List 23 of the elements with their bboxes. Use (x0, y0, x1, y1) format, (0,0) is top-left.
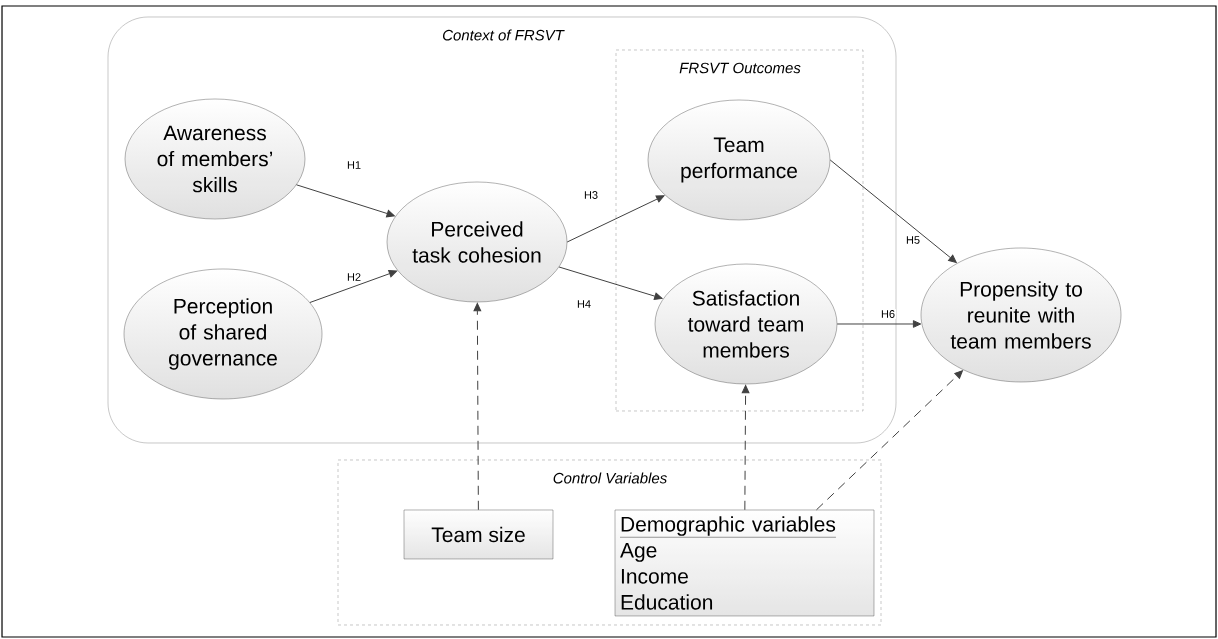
ellipse-node: Satisfaction toward team members (654, 263, 838, 385)
ellipse-node: Awareness of members’ skills (124, 98, 306, 220)
arrow (836, 320, 922, 328)
arrow (741, 384, 750, 511)
ellipse-node: Propensity to reunite with team members (920, 247, 1122, 383)
edge-label: H5 (905, 235, 922, 245)
arrow (473, 302, 482, 511)
edge-label: H2 (346, 272, 363, 282)
ellipse-node: Team performance (647, 99, 831, 221)
edge-label: H4 (576, 299, 593, 309)
arrow (309, 269, 398, 303)
ellipse-node: Perceived task cohesion (386, 181, 568, 303)
variable-list-box: Demographic variables Age Income Education (614, 509, 875, 617)
arrow (829, 159, 957, 263)
arrow (296, 184, 395, 218)
edge-label: H6 (879, 309, 897, 319)
arrow (558, 266, 663, 300)
edge-label: H1 (346, 160, 363, 170)
variable-box: Team size (403, 509, 554, 560)
arrow (816, 370, 963, 511)
edge-label: H3 (583, 190, 600, 200)
ellipse-node: Perception of shared governance (123, 268, 323, 400)
arrow (566, 195, 665, 243)
